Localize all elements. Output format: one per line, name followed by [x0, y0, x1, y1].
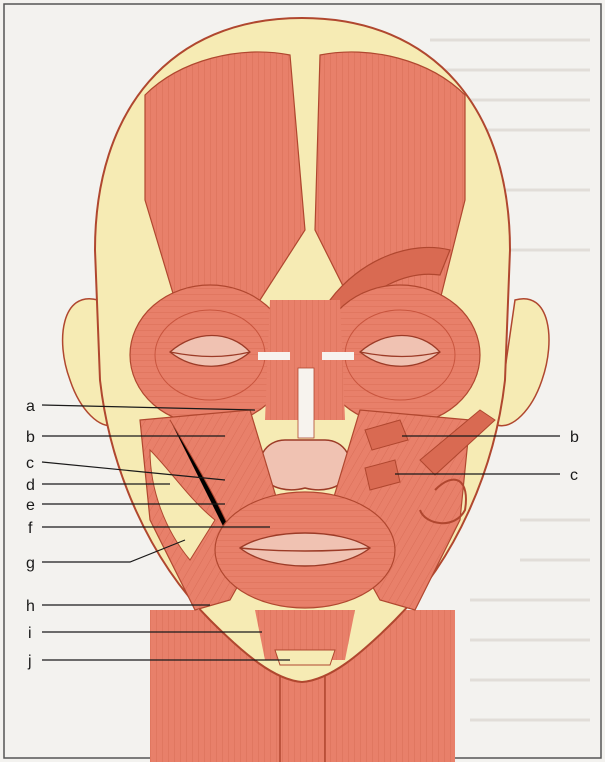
label-right-b: b [570, 429, 579, 446]
label-b: b [26, 429, 35, 446]
label-f: f [28, 520, 33, 537]
label-h: h [26, 598, 35, 615]
label-d: d [26, 477, 35, 494]
label-a: a [26, 398, 35, 415]
mentalis [255, 610, 355, 665]
label-g: g [26, 555, 35, 572]
label-c: c [26, 455, 34, 472]
frontalis-left [145, 52, 305, 300]
nose [260, 440, 350, 490]
label-i: i [28, 625, 32, 642]
label-e: e [26, 497, 35, 514]
label-right-c: c [570, 467, 578, 484]
procerus [258, 300, 354, 438]
label-j: j [27, 653, 32, 670]
